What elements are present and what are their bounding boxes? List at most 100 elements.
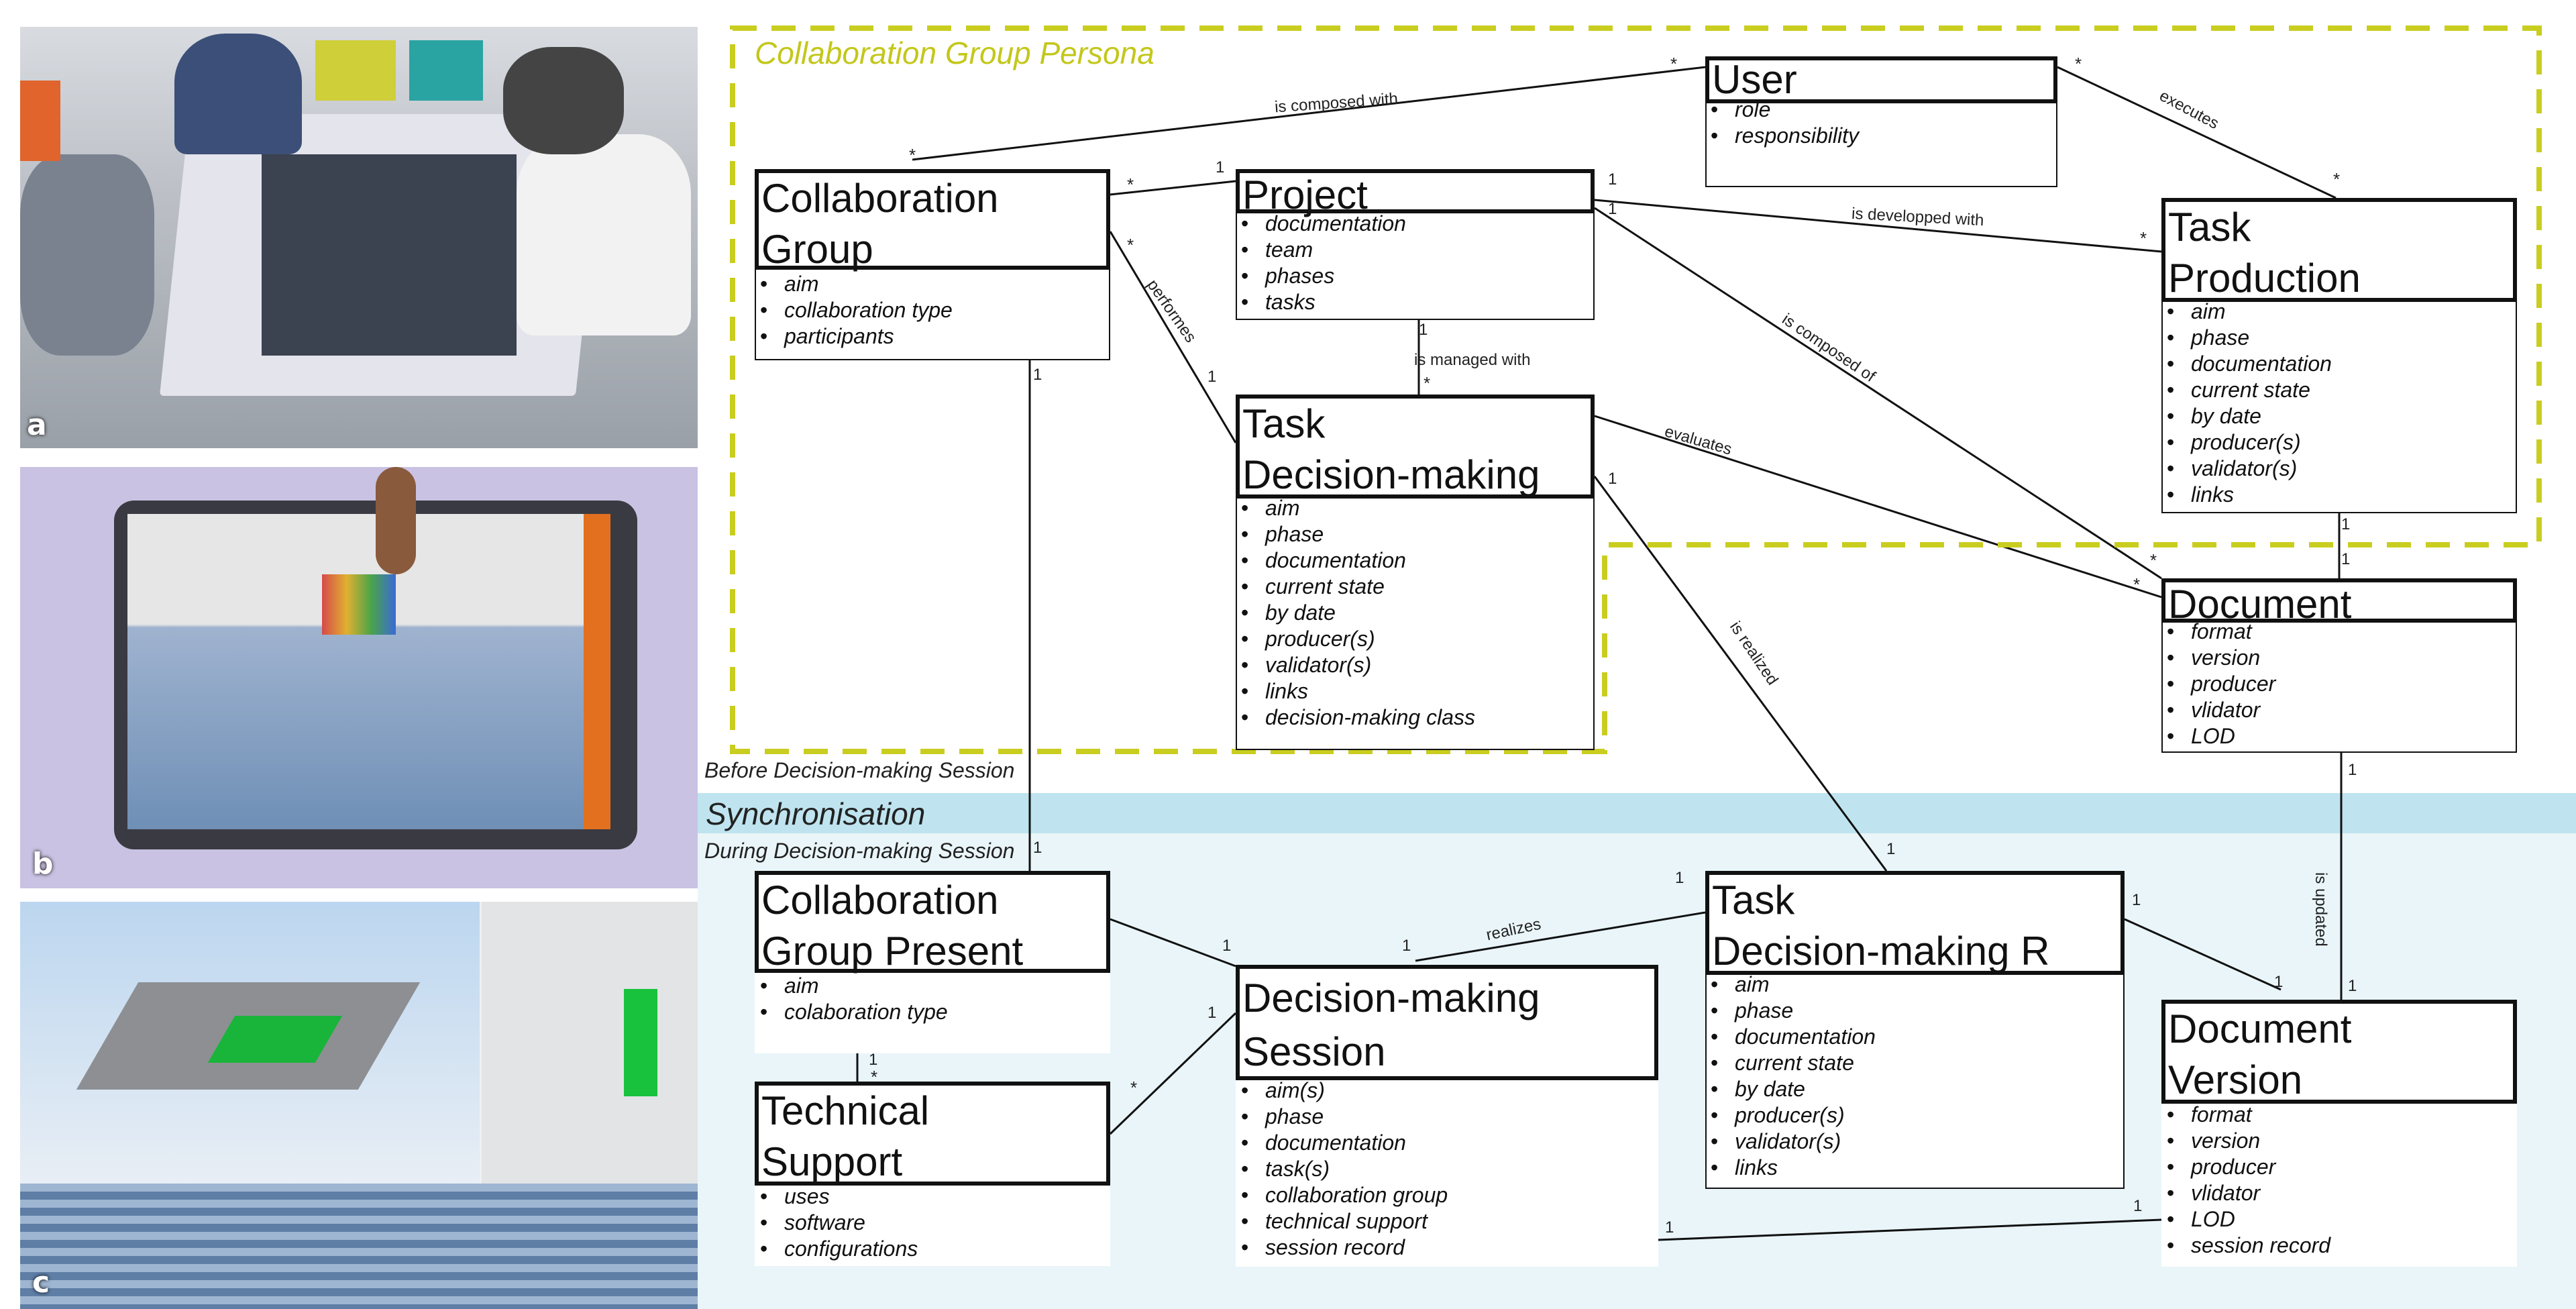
attr: phase [2161,325,2517,351]
attr: producer(s) [2161,429,2517,456]
multiplicity: 1 [1608,170,1617,189]
multiplicity: 1 [869,1051,878,1069]
attr: vlidator [2161,697,2517,723]
multiplicity: * [909,145,916,165]
attr: responsibility [1705,123,2057,149]
multiplicity: 1 [1216,158,1225,176]
sync-band [698,793,2576,833]
attr: documentation [1705,1024,2125,1050]
class-user[interactable]: User role responsibility [1705,56,2057,187]
attr: phase [1705,998,2125,1024]
persona-title: Collaboration Group Persona [755,36,1155,70]
class-task-production[interactable]: Task Production aim phase documentation … [2161,198,2517,513]
class-title-line: Task [1712,878,1795,923]
photo-panel-b: b [20,467,698,888]
class-document[interactable]: Document format version producer vlidato… [2161,578,2517,753]
attr: documentation [2161,351,2517,377]
class-technical-support[interactable]: Technical Support uses software configur… [755,1082,1110,1266]
during-session-label: During Decision-making Session [704,839,1015,863]
attr: current state [1236,574,1595,600]
multiplicity: 1 [1675,869,1684,887]
relation-label: is managed with [1414,351,1531,369]
attr: documentation [1236,211,1595,237]
attr: version [2161,1128,2517,1154]
multiplicity: 1 [1608,200,1617,218]
class-title-line: Document [2168,1006,2352,1051]
class-decision-making-session[interactable]: Decision-making Session aim(s) phase doc… [1236,965,1658,1267]
multiplicity: * [1127,235,1134,255]
attr: tasks [1236,289,1595,315]
attr: LOD [2161,1206,2517,1233]
attr: phase [1236,1104,1658,1130]
attr: phases [1236,263,1595,289]
screenshot-panel-c: c [20,902,698,1309]
attr: colaboration type [755,999,1110,1025]
multiplicity: * [1424,373,1431,393]
attr: format [2161,619,2517,645]
chair-teal [409,40,483,101]
building-model [322,574,396,635]
attr: links [1236,678,1595,704]
class-title-line: Task [2168,205,2251,250]
plan-view [482,902,698,1184]
attr: session record [2161,1233,2517,1259]
attr: links [1705,1155,2125,1181]
line-project-document [1594,207,2162,580]
plan-green [624,989,657,1096]
class-task-decision-making-r[interactable]: Task Decision-making R aim phase documen… [1705,871,2125,1189]
class-title-line: Group Present [761,929,1024,974]
attr: producer [2161,671,2517,697]
line-techsupport-session [1109,1012,1237,1135]
attr: aim [755,271,1110,297]
participant-3 [517,134,691,335]
attr: configurations [755,1236,1110,1262]
attr: format [2161,1102,2517,1128]
multiplicity: * [2075,54,2082,74]
multiplicity: 1 [2348,761,2357,779]
multiplicity: * [2333,169,2341,189]
multiplicity: 1 [2341,515,2351,533]
multiplicity: * [2133,574,2141,594]
line-taskdec-taskdecr [1593,476,1888,872]
attr: session record [1236,1235,1658,1261]
class-task-decision-making[interactable]: Task Decision-making aim phase documenta… [1236,395,1595,750]
line-project-taskprod [1594,199,2162,253]
attr: version [2161,645,2517,671]
multiplicity: 1 [2133,1197,2143,1215]
attr: role [1705,97,2057,123]
attr: vlidator [2161,1180,2517,1206]
attr: aim [755,973,1110,999]
participant-4 [503,47,624,154]
panel-label-b: b [32,847,54,881]
multiplicity: 1 [1886,840,1896,858]
multiplicity: 1 [2341,550,2351,568]
class-document-title: Document [2161,578,2517,627]
class-title-line: Collaboration [761,878,999,923]
attr: collaboration type [755,297,1110,323]
multiplicity: 1 [1208,1004,1217,1022]
relation-label: is updated [2312,872,2330,947]
class-document-version[interactable]: Document Version format version producer… [2161,1000,2517,1267]
line-user-taskprod [2057,66,2337,199]
multiplicity: * [1130,1078,1138,1098]
attr: documentation [1236,1130,1658,1156]
class-title-line: Task [1242,401,1326,446]
attr: decision-making class [1236,704,1595,731]
multiplicity: * [2150,550,2157,570]
attr: links [2161,482,2517,508]
participant-1 [174,34,302,154]
line-collab-project [1110,180,1236,196]
attr: collaboration group [1236,1182,1658,1208]
before-session-label: Before Decision-making Session [704,758,1015,782]
attr: aim(s) [1236,1078,1658,1104]
multiplicity: 1 [2348,977,2357,995]
class-collaboration-group[interactable]: Collaboration Group aim collaboration ty… [755,169,1110,360]
multiplicity: 1 [1608,470,1617,488]
class-collaboration-group-present[interactable]: Collaboration Group Present aim colabora… [755,871,1110,1053]
attr: by date [2161,403,2517,429]
multiplicity: 1 [1419,321,1428,339]
attr: by date [1236,600,1595,626]
class-project[interactable]: Project documentation team phases tasks [1236,169,1595,320]
attr: team [1236,237,1595,263]
chair-yellow [315,40,396,101]
